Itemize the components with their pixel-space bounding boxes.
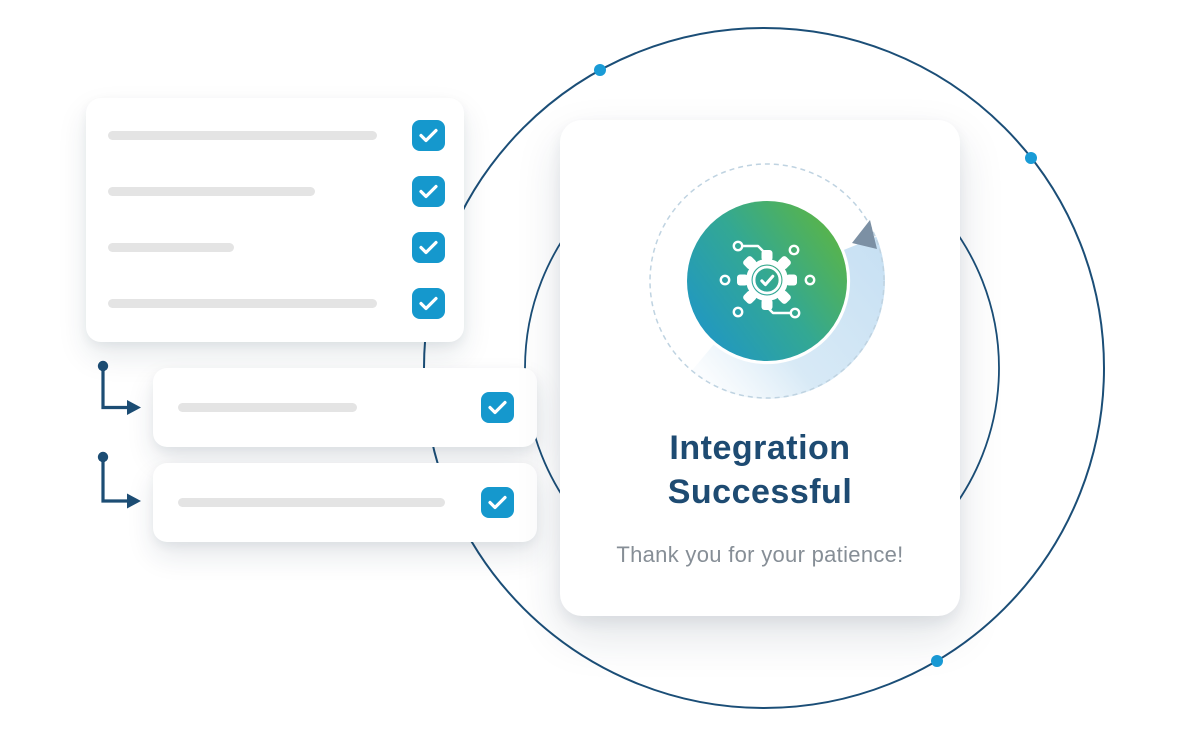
placeholder-text-line: [108, 299, 377, 308]
placeholder-text-line: [108, 243, 234, 252]
checklist-row: [108, 288, 445, 319]
dashed-circle: [649, 163, 885, 399]
checkmark-icon: [488, 495, 507, 510]
placeholder-text-line: [108, 187, 315, 196]
connector-arrow-1: [97, 360, 141, 415]
arrowhead-icon: [127, 493, 141, 509]
node-icon: [732, 306, 744, 318]
task-row: [178, 392, 514, 423]
placeholder-text-line: [108, 131, 377, 140]
placeholder-text-line: [178, 498, 445, 507]
connector-dot: [97, 360, 109, 372]
node-icon: [804, 274, 816, 286]
checklist-row: [108, 232, 445, 263]
checkbox-checked[interactable]: [412, 288, 445, 319]
node-icon: [789, 307, 801, 319]
connector-dot: [97, 451, 109, 463]
success-title-line2: Successful: [667, 473, 853, 511]
success-subtitle: Thank you for your patience!: [616, 542, 904, 567]
node-icon: [719, 274, 731, 286]
task-card-2: [153, 463, 537, 542]
checkmark-icon: [419, 240, 438, 255]
placeholder-text-line: [178, 403, 357, 412]
gear-integration-check-icon: [649, 163, 885, 399]
orbit-dot: [931, 655, 943, 667]
checkbox-checked[interactable]: [412, 232, 445, 263]
orbit-dot: [594, 64, 606, 76]
gradient-circle: [687, 201, 847, 361]
checklist-row: [108, 176, 445, 207]
checkmark-icon: [488, 400, 507, 415]
checkmark-icon: [419, 296, 438, 311]
swoosh-arc: [691, 236, 885, 399]
orbit-dot: [1025, 152, 1037, 164]
swoosh-arrowhead-icon: [852, 220, 877, 249]
checkbox-checked[interactable]: [412, 176, 445, 207]
check-ring-icon: [752, 265, 782, 295]
checkmark-icon: [760, 274, 775, 287]
connector-arrow-2: [97, 451, 141, 509]
success-card: Integration Successful Thank you for you…: [560, 120, 960, 616]
success-title-line1: Integration: [669, 429, 851, 467]
node-icon: [788, 244, 800, 256]
checkbox-checked[interactable]: [412, 120, 445, 151]
gear-check-icon: [719, 240, 816, 319]
checkbox-checked[interactable]: [481, 392, 514, 423]
checklist-card: [86, 98, 464, 342]
circuit-line: [765, 305, 792, 315]
checkbox-checked[interactable]: [481, 487, 514, 518]
checklist-row: [108, 120, 445, 151]
arrowhead-icon: [127, 400, 141, 415]
circuit-line: [741, 244, 766, 254]
success-title: Integration Successful: [560, 426, 960, 514]
task-card-1: [153, 368, 537, 447]
checkmark-icon: [419, 128, 438, 143]
node-icon: [732, 240, 744, 252]
task-row: [178, 487, 514, 518]
checkmark-icon: [419, 184, 438, 199]
